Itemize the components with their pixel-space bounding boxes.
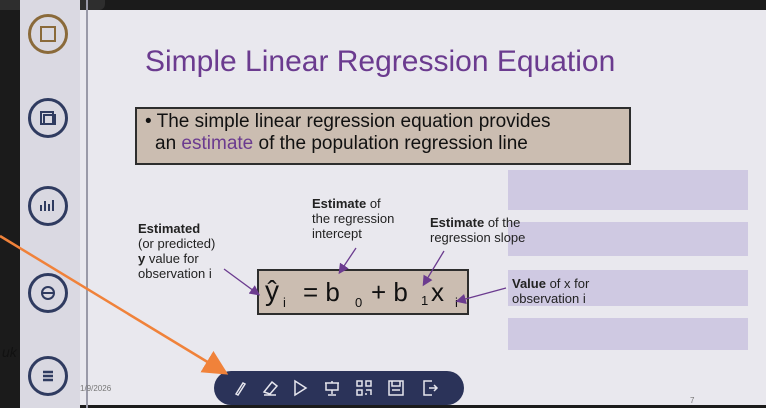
decor-shape-3 [508,270,748,306]
bullet-highlight: estimate [181,133,254,154]
bullet-text-post: of the population regression line [253,133,528,154]
eq-plus-b: + b [371,277,408,307]
presentation-icon[interactable] [322,378,342,398]
equation-box: ŷ i = b 0 + b 1 x i [257,269,469,315]
estimated-line-3-text: value for [145,251,199,266]
eq-sub-i1: i [283,295,286,310]
eq-yhat: ŷ [265,275,279,306]
slide-title: Simple Linear Regression Equation [145,45,616,78]
intercept-label: Estimate of the regression intercept [312,196,394,241]
intercept-line-3: intercept [312,226,362,241]
bullet-line-1: • The simple linear regression equation … [145,111,551,132]
intercept-line-1: Estimate of [312,196,394,211]
estimated-line-3: y value for [138,251,215,266]
annotation-toolbar [214,371,464,405]
side-toolbar [20,0,88,408]
value-label: Value of x for observation i [512,276,589,306]
layers-icon[interactable] [28,98,68,138]
value-bold: Value [512,276,546,291]
bullet-text-pre: an [155,133,182,154]
edge-text: uk [2,344,17,360]
side-divider [86,0,88,408]
estimated-line-2: (or predicted) [138,236,216,251]
slope-label: Estimate of the regression slope [430,215,525,245]
slide-number: 7 [690,396,695,405]
pointer-icon[interactable] [290,378,310,398]
estimated-line-4: observation i [138,266,212,281]
qr-code-icon[interactable] [354,378,374,398]
value-line-1: Value of x for [512,276,589,291]
intercept-bold: Estimate [312,196,367,211]
eq-equals-b: = b [303,277,340,307]
stats-icon[interactable] [28,186,68,226]
estimated-line-1: Estimated [138,221,201,236]
menu-icon[interactable] [28,356,68,396]
eq-sub-1: 1 [421,293,429,308]
decor-shape-4 [508,318,748,350]
eq-sub-i2: i [455,295,458,310]
eq-sub-0: 0 [355,295,363,310]
slope-bold: Estimate [430,215,485,230]
decor-shape-1 [508,170,748,210]
estimated-label: Estimated (or predicted) y value for obs… [138,221,215,281]
crop-icon[interactable] [28,14,68,54]
slope-line-1: Estimate of the [430,215,525,230]
exit-icon[interactable] [420,378,440,398]
slope-line-1-text: of the [484,215,521,230]
slope-line-2: regression slope [430,230,526,245]
pen-icon[interactable] [230,378,250,398]
save-icon[interactable] [386,378,406,398]
eraser-icon[interactable] [260,378,280,398]
intercept-line-2: the regression [312,211,395,226]
decor-shape-2 [508,222,748,256]
rotate-icon[interactable] [28,273,68,313]
bullet-box: • The simple linear regression equation … [135,107,631,165]
eq-x: x [431,277,444,307]
value-line-1-text: of x for [545,276,590,291]
slide-date: 1/9/2026 [80,384,112,393]
intercept-line-1-text: of [366,196,381,211]
value-line-2: observation i [512,291,586,306]
bullet-line-2: an estimate of the population regression… [145,133,629,155]
